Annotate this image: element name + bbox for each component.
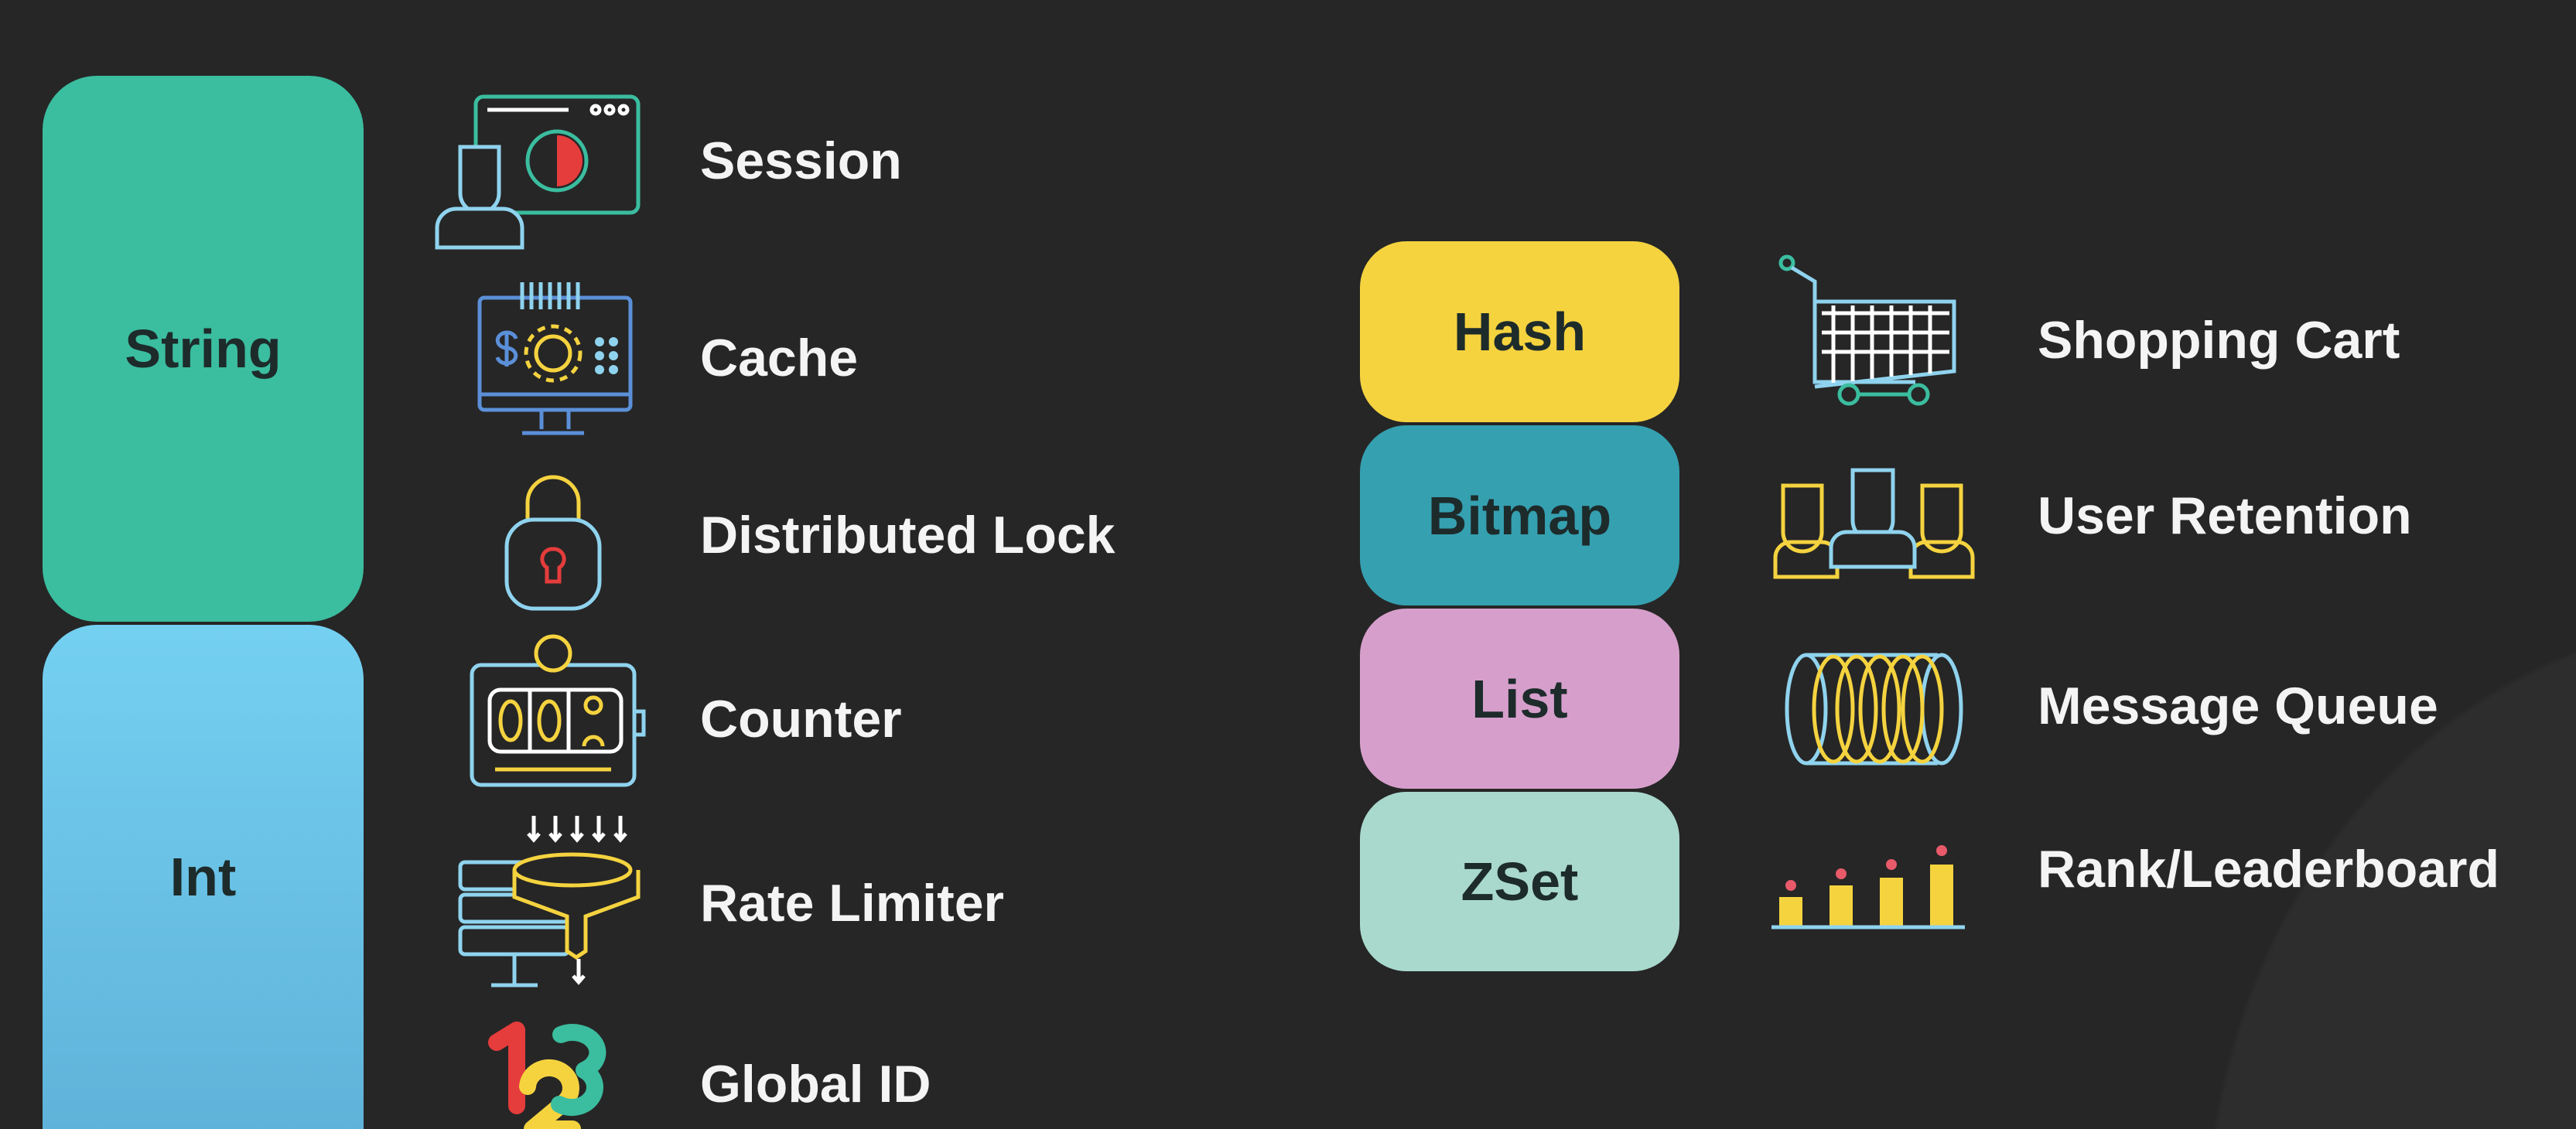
cart-icon <box>1778 254 1956 406</box>
use-case-counter: Counter <box>700 690 902 749</box>
type-label: List <box>1471 668 1568 729</box>
type-label: Int <box>169 847 237 907</box>
type-label: Bitmap <box>1427 485 1612 546</box>
use-case-rate-limiter: Rate Limiter <box>700 874 1004 933</box>
type-zset: ZSet <box>1360 792 1679 971</box>
type-label: ZSet <box>1461 851 1579 912</box>
type-string: String <box>43 76 364 622</box>
cache-icon <box>477 282 633 435</box>
type-label: String <box>125 319 282 379</box>
queue-icon <box>1785 653 1963 766</box>
type-label: Hash <box>1453 302 1587 362</box>
type-hash: Hash <box>1360 241 1679 422</box>
use-case-leaderboard: Rank/Leaderboard <box>2038 840 2500 899</box>
use-case-cache: Cache <box>700 329 859 387</box>
funnel-icon <box>458 816 641 987</box>
lock-icon <box>504 475 602 611</box>
use-case-shopping-cart: Shopping Cart <box>2038 311 2400 370</box>
use-case-user-retention: User Retention <box>2038 486 2412 545</box>
use-case-global-id: Global ID <box>700 1055 931 1114</box>
session-icon <box>435 94 641 250</box>
type-int: Int <box>43 625 364 1129</box>
bar-chart-icon <box>1771 845 1965 929</box>
counter-icon <box>470 634 646 787</box>
use-case-message-queue: Message Queue <box>2038 677 2438 735</box>
use-case-distributed-lock: Distributed Lock <box>700 506 1115 564</box>
users-icon <box>1773 468 1975 579</box>
use-case-session: Session <box>700 131 902 190</box>
type-bitmap: Bitmap <box>1360 425 1679 605</box>
numbers-icon <box>488 1022 606 1129</box>
type-list: List <box>1360 609 1679 789</box>
